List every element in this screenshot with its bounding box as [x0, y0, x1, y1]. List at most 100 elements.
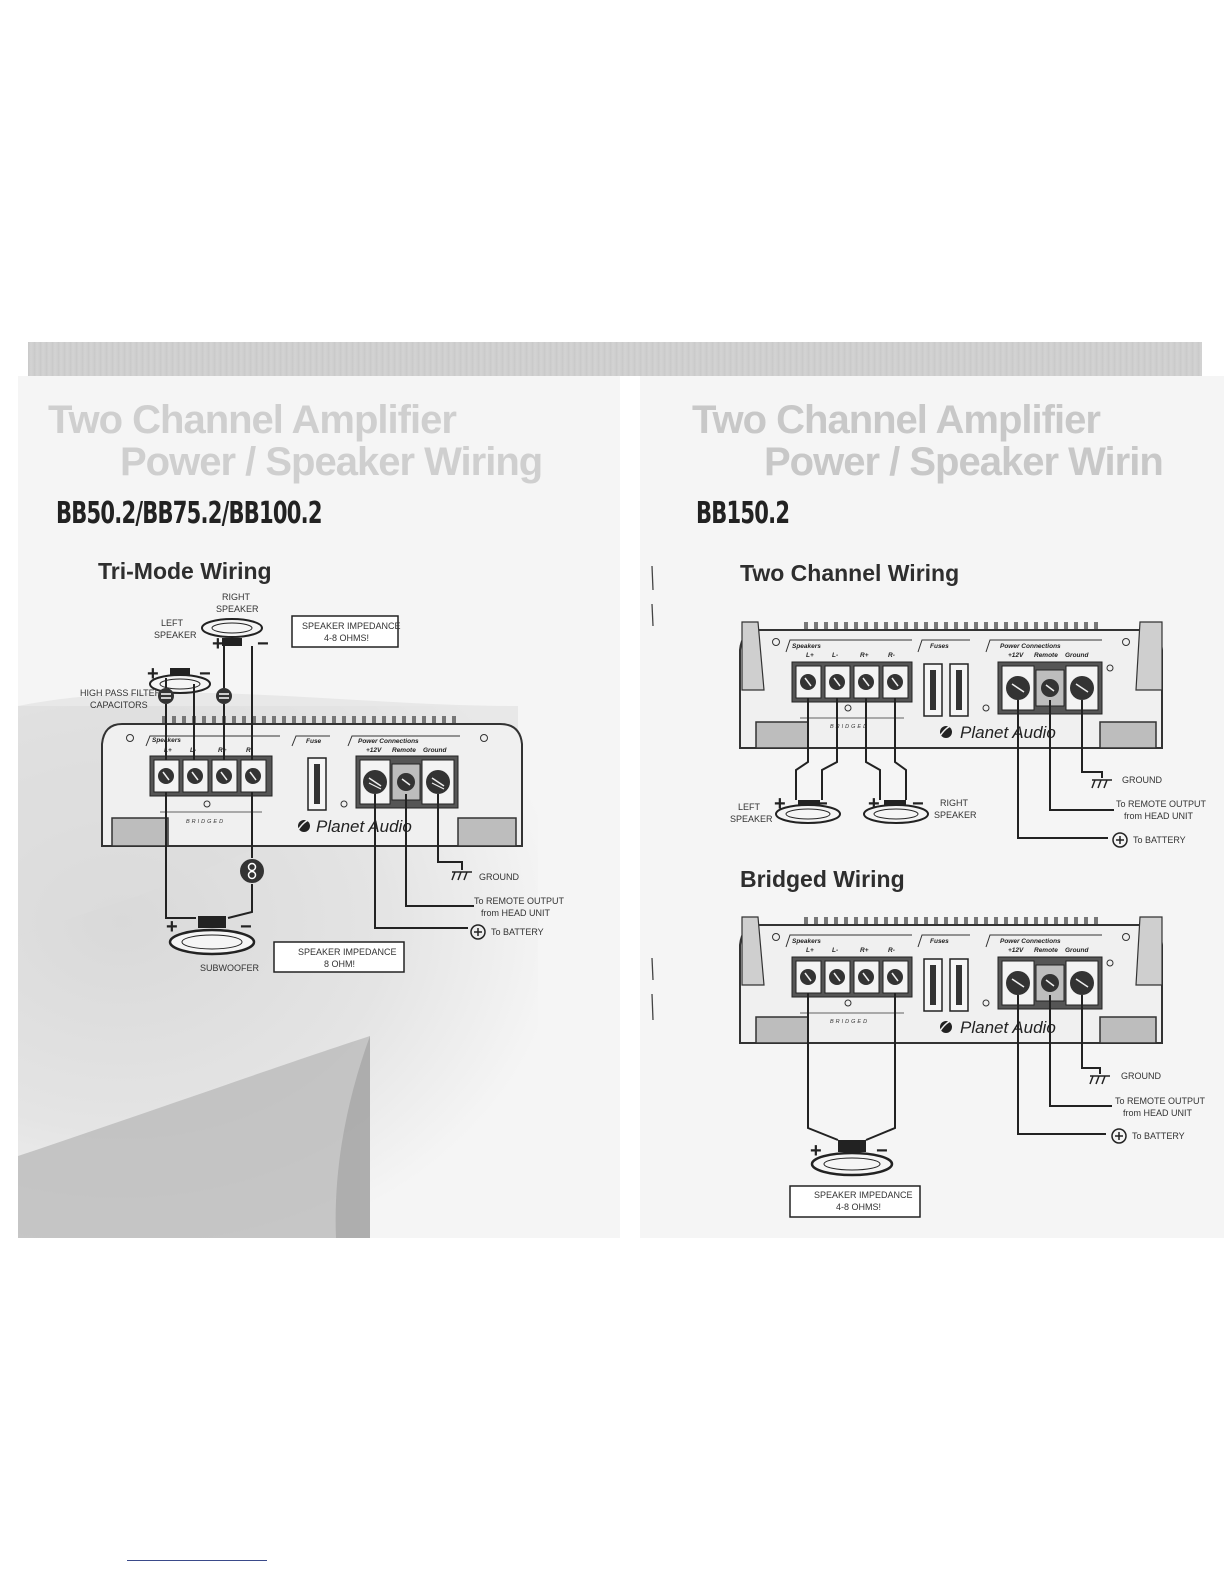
svg-text:−: −: [240, 916, 252, 938]
amp2-rminus: R-: [888, 652, 895, 659]
hpf-label-2: CAPACITORS: [90, 700, 148, 710]
amp3-brand: Planet Audio: [960, 1018, 1056, 1037]
right-model-number: BB150.2: [696, 496, 790, 531]
svg-text:+: +: [774, 793, 786, 815]
header-band: [28, 342, 1202, 376]
bridged-wires: [807, 993, 1112, 1141]
inductor-coil: [240, 859, 264, 883]
amp3-bridged-label: BRIDGED: [830, 1019, 869, 1025]
speaker-terminals-two-channel: [795, 665, 909, 699]
right-speaker-label-2: SPEAKER: [216, 604, 259, 614]
amp2-power-label: Power Connections: [1000, 643, 1061, 650]
amplifier-left: Speakers L+ L- R+ R- BRIDGED Fuse Power …: [101, 716, 523, 847]
left-section-title: Tri-Mode Wiring: [98, 558, 272, 584]
amplifier-bridged: Speakers L+ L- R+ R- BRIDGED Fuses Power…: [739, 916, 1163, 1044]
two-ch-left-speaker-1: LEFT: [738, 802, 761, 812]
two-ch-left-speaker-2: SPEAKER: [730, 814, 773, 824]
power-terminals-bridged: [1001, 960, 1099, 1006]
power-terminals-two-channel: [1001, 665, 1099, 711]
right-speaker-left: + − RIGHT SPEAKER: [201, 592, 269, 655]
amp3-rminus: R-: [888, 947, 895, 954]
amp3-fuses-label: Fuses: [930, 938, 949, 945]
impedance-box-bridged: [789, 1185, 921, 1218]
ground-label-left: GROUND: [479, 872, 519, 882]
svg-text:+: +: [868, 793, 880, 815]
two-ch-remote-2: from HEAD UNIT: [1124, 811, 1194, 821]
battery-plus-icon-bridged: [1111, 1128, 1127, 1144]
remote-label-left-2: from HEAD UNIT: [481, 908, 551, 918]
impedance-box-top: [291, 615, 399, 648]
amp2-bridged-label: BRIDGED: [830, 724, 869, 730]
amp3-ground: Ground: [1065, 947, 1089, 954]
ground-symbol-bridged: [1089, 1075, 1110, 1085]
right-speaker-two-channel: [863, 800, 929, 824]
speaker-terminals-bridged: [795, 960, 909, 994]
remote-label-left-1: To REMOTE OUTPUT: [474, 896, 565, 906]
bridged-remote-2: from HEAD UNIT: [1123, 1108, 1193, 1118]
left-title-line2: Power / Speaker Wiring: [120, 440, 543, 484]
two-ch-battery-label: To BATTERY: [1133, 835, 1186, 845]
amp-left-brand: Planet Audio: [316, 817, 412, 836]
right-page: Two Channel Amplifier Power / Speaker Wi…: [640, 376, 1224, 1238]
bridged-speaker: + −: [810, 1140, 894, 1177]
speaker-terminals-left: [153, 759, 267, 793]
amp3-remote: Remote: [1034, 947, 1058, 954]
impedance-top-1: SPEAKER IMPEDANCE: [302, 621, 401, 631]
left-model-number: BB50.2/BB75.2/BB100.2: [56, 496, 323, 531]
amp3-power-label: Power Connections: [1000, 938, 1061, 945]
hpf-label-1: HIGH PASS FILTER: [80, 688, 162, 698]
amplifier-two-channel: Speakers L+ L- R+ R- BRIDGED Fuses Power…: [739, 621, 1163, 749]
ground-symbol-two-channel: [1091, 779, 1112, 789]
two-ch-right-speaker-1: RIGHT: [940, 798, 969, 808]
amp2-lminus: L-: [832, 652, 838, 659]
left-speaker-label-1: LEFT: [161, 618, 184, 628]
svg-text:−: −: [876, 1140, 888, 1162]
amp3-lplus: L+: [806, 947, 814, 954]
subwoofer-label: SUBWOOFER: [200, 963, 260, 973]
amp-left-fuse-label: Fuse: [306, 738, 322, 745]
ground-symbol-left: [451, 871, 472, 881]
svg-text:+: +: [212, 633, 224, 655]
svg-text:−: −: [912, 793, 924, 815]
planet-audio-logo-left: Planet Audio: [297, 817, 412, 836]
planet-audio-logo-two-channel: Planet Audio: [939, 723, 1056, 742]
amp-left-power-label: Power Connections: [358, 738, 419, 745]
svg-text:+: +: [166, 916, 178, 938]
amp-left-12v: +12V: [366, 747, 382, 754]
amp3-rplus: R+: [860, 947, 869, 954]
amp2-fuses-label: Fuses: [930, 643, 949, 650]
left-speaker-two-channel: [775, 800, 841, 824]
footer-rule: [127, 1560, 267, 1561]
impedance-bottom-1: SPEAKER IMPEDANCE: [298, 947, 397, 957]
amp2-lplus: L+: [806, 652, 814, 659]
tri-mode-wires: [165, 646, 474, 929]
svg-text:+: +: [147, 663, 159, 685]
impedance-box-bottom: [273, 941, 405, 973]
battery-plus-icon-two-channel: [1112, 832, 1128, 848]
amp3-speakers-label: Speakers: [792, 938, 821, 945]
power-terminals-left: [359, 759, 455, 805]
right-speaker-label-1: RIGHT: [222, 592, 251, 602]
subwoofer: + −: [166, 916, 256, 956]
bridged-battery-label: To BATTERY: [1132, 1131, 1185, 1141]
amp-left-lplus: L+: [164, 747, 172, 754]
bridged-remote-1: To REMOTE OUTPUT: [1115, 1096, 1206, 1106]
amp-left-rplus: R+: [218, 747, 227, 754]
two-channel-wires: [795, 698, 1114, 839]
bridged-impedance-1: SPEAKER IMPEDANCE: [814, 1190, 913, 1200]
right-section-bridged: Bridged Wiring: [740, 866, 905, 892]
amp3-lminus: L-: [832, 947, 838, 954]
amp-left-rminus: R-: [246, 747, 253, 754]
amp2-12v: +12V: [1008, 652, 1024, 659]
planet-audio-logo-bridged: Planet Audio: [939, 1018, 1056, 1037]
battery-plus-icon-left: [470, 924, 486, 940]
left-speaker-label-2: SPEAKER: [154, 630, 197, 640]
fold-marks: [651, 565, 654, 1021]
amp2-rplus: R+: [860, 652, 869, 659]
impedance-bottom-2: 8 OHM!: [324, 959, 355, 969]
two-ch-right-speaker-2: SPEAKER: [934, 810, 977, 820]
bridged-ground-label: GROUND: [1121, 1071, 1161, 1081]
amp2-speakers-label: Speakers: [792, 643, 821, 650]
